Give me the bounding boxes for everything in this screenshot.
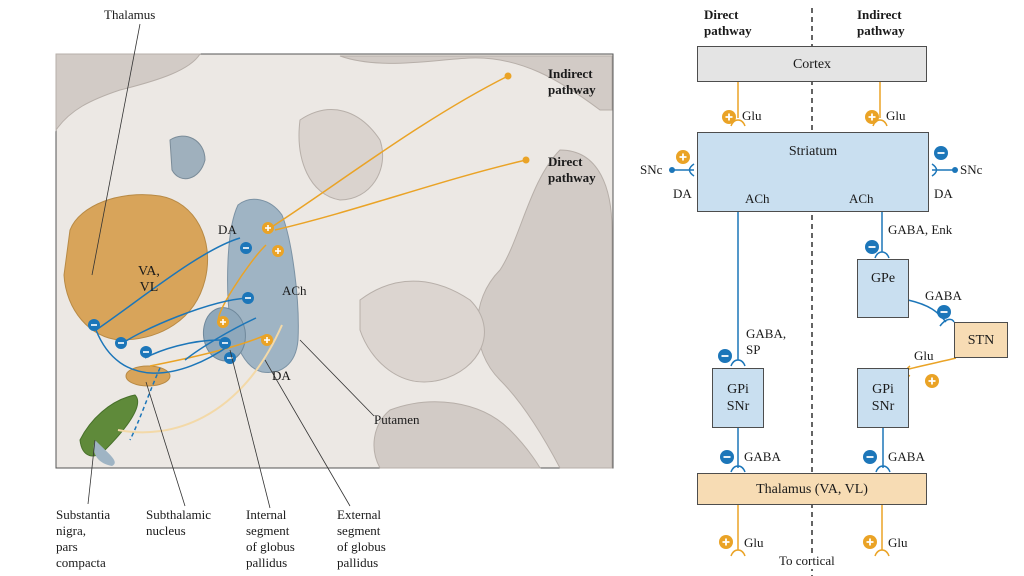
- gpi-snr-left-box: GPi SNr: [712, 368, 764, 428]
- ach-right-label: ACh: [849, 191, 874, 206]
- leader-lines: [87, 23, 375, 509]
- thalamus-box-label: Thalamus (VA, VL): [756, 481, 868, 497]
- label-da-top: DA: [218, 222, 237, 237]
- gaba-sp-label: GABA, SP: [746, 326, 787, 357]
- header-indirect-pathway: Indirect pathway: [857, 7, 905, 38]
- gaba-enk-label: GABA, Enk: [888, 222, 953, 237]
- cortex-box: Cortex: [697, 46, 927, 82]
- gpi-snr-right-label: GPi SNr: [871, 382, 895, 414]
- label-indirect-pathway: Indirect pathway: [548, 66, 596, 97]
- label-external-gp: External segment of globus pallidus: [337, 507, 386, 570]
- glu-bottom-left-label: Glu: [744, 535, 764, 550]
- stn-label: STN: [967, 332, 995, 348]
- striatum-box: Striatum: [697, 132, 929, 212]
- label-subthalamic-nucleus: Subthalamic nucleus: [146, 507, 211, 538]
- gpi-snr-left-label: GPi SNr: [726, 382, 750, 414]
- ach-left-label: ACh: [745, 191, 770, 206]
- cortex-gyri: [55, 53, 613, 469]
- gpe-box: GPe: [857, 259, 909, 318]
- cortex-label: Cortex: [792, 56, 832, 72]
- pathway-dots: [504, 72, 530, 164]
- stn-box: STN: [954, 322, 1008, 358]
- gpi-snr-right-box: GPi SNr: [857, 368, 909, 428]
- label-internal-gp: Internal segment of globus pallidus: [246, 507, 295, 570]
- thalamus-box: Thalamus (VA, VL): [697, 473, 927, 505]
- da-left-label: DA: [673, 186, 692, 201]
- snc-left-label: SNc: [640, 162, 663, 177]
- da-right-label: DA: [934, 186, 953, 201]
- blue-nucleus-top: [169, 135, 206, 180]
- gaba-right-label: GABA: [888, 449, 925, 464]
- striatum-label: Striatum: [788, 144, 838, 159]
- label-da-bottom: DA: [272, 368, 291, 383]
- snc-right-label: SNc: [960, 162, 983, 177]
- label-substantia-nigra: Substantia nigra, pars compacta: [56, 507, 111, 570]
- gaba-gpe-stn-label: GABA: [925, 288, 962, 303]
- pathway-lines: [95, 75, 527, 441]
- glu-right-label: Glu: [886, 108, 906, 123]
- to-cortical-label: To cortical: [777, 553, 837, 569]
- gaba-left-label: GABA: [744, 449, 781, 464]
- glu-left-label: Glu: [742, 108, 762, 123]
- gpe-label: GPe: [870, 271, 896, 286]
- label-ach: ACh: [282, 283, 307, 298]
- label-thalamus: Thalamus: [104, 7, 156, 22]
- glu-stn-label: Glu: [914, 348, 934, 363]
- substantia-nigra-shape: [79, 394, 139, 457]
- label-putamen: Putamen: [374, 412, 420, 427]
- glu-bottom-right-label: Glu: [888, 535, 908, 550]
- header-direct-pathway: Direct pathway: [704, 7, 752, 38]
- label-va-vl: VA, VL: [138, 264, 160, 295]
- label-direct-pathway: Direct pathway: [548, 154, 596, 185]
